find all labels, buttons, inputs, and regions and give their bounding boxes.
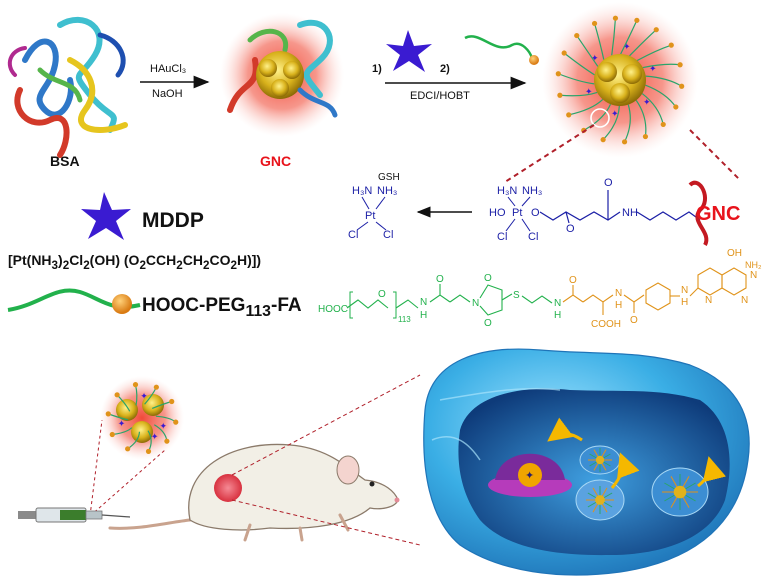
svg-text:✦: ✦ <box>591 53 599 63</box>
cluster-label: GNC <box>260 153 291 169</box>
svg-text:Pt: Pt <box>365 210 375 222</box>
svg-text:Cl: Cl <box>497 231 507 243</box>
svg-text:O: O <box>569 275 577 286</box>
svg-text:H₃N: H₃N <box>352 185 372 197</box>
cancer-cell-illustration: ✦ <box>423 348 750 576</box>
step1-reagent-top: HAuCl₃ <box>150 63 186 75</box>
svg-text:O: O <box>436 274 444 285</box>
svg-text:N: N <box>472 298 479 309</box>
peg-chain-icon <box>464 35 539 65</box>
svg-text:N: N <box>750 270 757 281</box>
mddp-star-icon <box>81 192 131 240</box>
gsh-label: GSH <box>378 172 400 183</box>
peg-name: HOOC-PEG113-FA <box>142 295 302 320</box>
svg-text:H: H <box>554 310 561 321</box>
svg-text:O: O <box>566 223 575 235</box>
svg-text:OH: OH <box>727 248 742 259</box>
step2-reagent: EDCI/HOBT <box>410 90 470 102</box>
svg-text:✦: ✦ <box>623 42 631 52</box>
mouse-illustration <box>108 443 400 542</box>
injected-nanoparticles: ✦✦✦✦ <box>100 376 184 460</box>
svg-text:O: O <box>378 289 386 300</box>
zoom-line-right <box>689 129 741 181</box>
zoom-circle <box>590 108 610 128</box>
step1-reagent-bottom: NaOH <box>152 88 183 100</box>
svg-text:NH₃: NH₃ <box>522 185 542 197</box>
functionalized-gnc-icon: ✦ ✦ ✦ ✦ ✦ ✦ <box>542 2 698 158</box>
svg-text:COOH: COOH <box>591 319 621 330</box>
fa-end-icon <box>112 294 132 314</box>
svg-text:Cl: Cl <box>383 229 393 241</box>
svg-text:HO: HO <box>489 207 506 219</box>
nucleus-icon: ✦ <box>488 453 572 497</box>
svg-text:H: H <box>420 310 427 321</box>
svg-text:O: O <box>630 315 638 326</box>
svg-text:N: N <box>681 285 688 296</box>
gold-nanocluster-icon <box>220 13 344 137</box>
svg-text:S: S <box>513 290 520 301</box>
svg-text:Pt: Pt <box>512 207 522 219</box>
pt-structure-right: H₃N NH₃ HO Pt O Cl Cl O O NH <box>489 177 701 243</box>
svg-text:NH₂: NH₂ <box>745 260 762 270</box>
svg-text:N: N <box>705 295 712 306</box>
svg-text:✦: ✦ <box>643 97 651 107</box>
svg-text:O: O <box>484 273 492 284</box>
mddp-formula: [Pt(NH3)2Cl2(OH) (O2CCH2CH2CO2H)]) <box>8 252 262 272</box>
svg-text:✦: ✦ <box>118 419 126 429</box>
svg-text:✦: ✦ <box>151 432 159 442</box>
svg-text:✦: ✦ <box>649 63 657 73</box>
tumor-icon <box>214 474 242 502</box>
svg-text:NH: NH <box>622 207 638 219</box>
svg-text:O: O <box>531 207 540 219</box>
step2-marker1: 1) <box>372 63 382 75</box>
gnc-tag: GNC <box>688 180 740 246</box>
svg-text:113: 113 <box>398 315 411 324</box>
svg-text:✦: ✦ <box>140 391 148 401</box>
svg-text:HOOC: HOOC <box>318 304 348 315</box>
mddp-name: MDDP <box>142 209 204 232</box>
svg-text:H: H <box>615 300 622 311</box>
svg-text:✦: ✦ <box>585 87 593 97</box>
protein-label: BSA <box>50 153 80 169</box>
svg-text:N: N <box>554 298 561 309</box>
svg-text:H: H <box>681 297 688 308</box>
svg-text:N: N <box>420 297 427 308</box>
svg-text:Cl: Cl <box>528 231 538 243</box>
svg-text:✦: ✦ <box>525 470 534 482</box>
peg-fa-structure: HOOC O 113 N H O N O O S N H O <box>318 248 762 330</box>
svg-text:O: O <box>484 318 492 329</box>
svg-text:Cl: Cl <box>348 229 358 241</box>
protein-ribbon-icon <box>7 16 128 158</box>
svg-text:NH₃: NH₃ <box>377 185 397 197</box>
svg-text:✦: ✦ <box>159 421 167 431</box>
svg-text:H₃N: H₃N <box>497 185 517 197</box>
svg-text:N: N <box>615 288 622 299</box>
step2-marker2: 2) <box>440 63 450 75</box>
svg-text:✦: ✦ <box>611 108 619 118</box>
star-drug-icon <box>386 30 432 72</box>
svg-text:GNC: GNC <box>696 203 740 225</box>
svg-text:O: O <box>604 177 613 189</box>
syringe-icon <box>18 507 131 523</box>
svg-text:N: N <box>741 295 748 306</box>
pt-structure-left: H₃N NH₃ Pt Cl Cl <box>348 185 397 241</box>
